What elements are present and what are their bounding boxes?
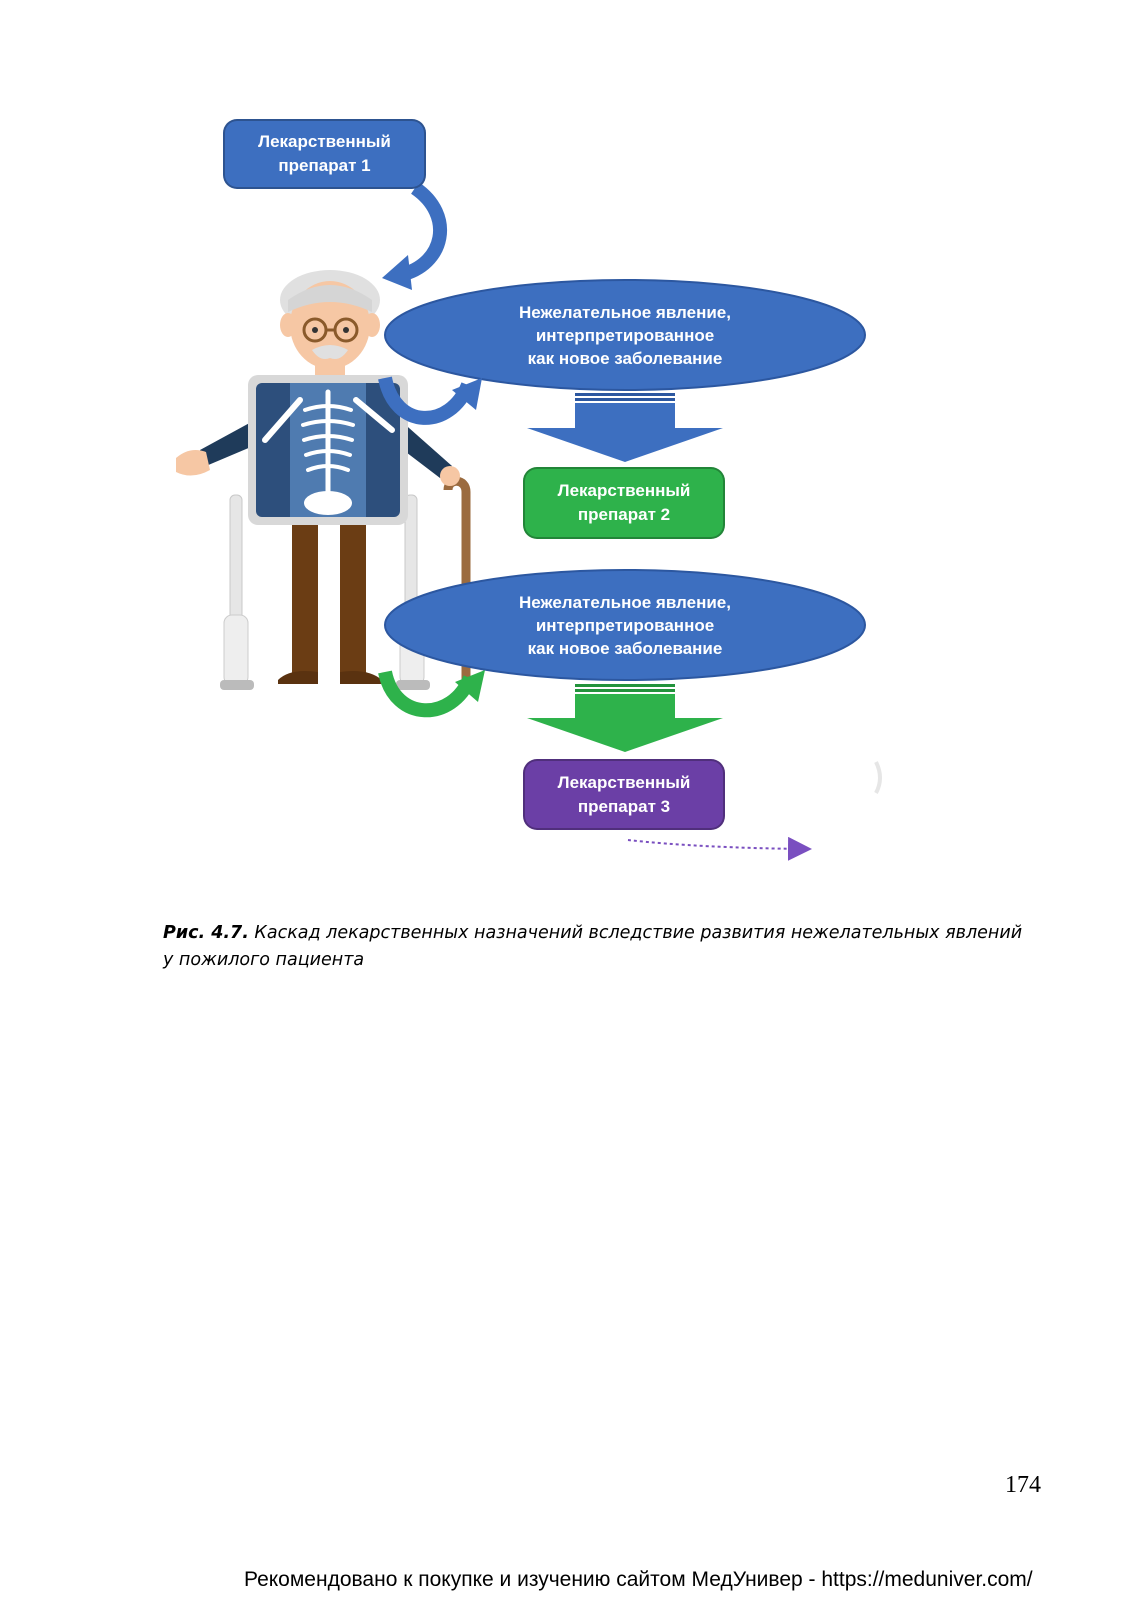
- adverse-2-line2: интерпретированное: [535, 615, 715, 635]
- drug-2-line2: препарат 2: [577, 505, 671, 524]
- down-arrow-1: [527, 393, 723, 462]
- adverse-2-line3: как новое заболевание: [527, 638, 723, 658]
- adverse-event-ellipse-1: [384, 279, 866, 391]
- curved-arrow-to-adverse1: [378, 376, 482, 425]
- drug-3-line2: препарат 3: [577, 796, 671, 816]
- adverse-1-line2: интерпретированное: [535, 325, 715, 345]
- adverse-1-line3: как новое заболевание: [527, 348, 723, 368]
- drug-2-line1: Лекарственный: [557, 481, 691, 500]
- drug-3-box: Лекарственный препарат 3: [523, 759, 725, 830]
- drug-1-line2: препарат 1: [278, 156, 371, 175]
- drug-1-line1: Лекарственный: [258, 132, 391, 151]
- figure-caption-text: Каскад лекарственных назначений вследств…: [163, 923, 1023, 970]
- adverse-event-1-text: Нежелательное явление, интерпретированно…: [415, 290, 835, 380]
- adverse-event-2-text: Нежелательное явление, интерпретированно…: [415, 580, 835, 670]
- figure-caption: Рис. 4.7. Каскад лекарственных назначени…: [163, 920, 1023, 974]
- curved-arrow-to-adverse2: [378, 670, 485, 718]
- figure-label: Рис. 4.7.: [163, 923, 249, 943]
- down-arrow-2: [527, 684, 723, 752]
- footer-recommendation: Рекомендовано к покупке и изучению сайто…: [244, 1568, 1033, 1591]
- adverse-event-ellipse-2: [384, 569, 866, 681]
- drug-1-box: Лекарственный препарат 1: [223, 119, 426, 189]
- cascade-diagram: Лекарственный препарат 1 Нежелательное я…: [176, 119, 882, 861]
- drug-3-line1: Лекарственный: [557, 772, 691, 792]
- drug-2-box: Лекарственный препарат 2: [523, 467, 725, 539]
- curved-arrow-drug1: [382, 182, 447, 290]
- page-number: 174: [1005, 1472, 1041, 1498]
- adverse-1-line1: Нежелательное явление,: [519, 302, 731, 322]
- dotted-continuation-arrow: [627, 836, 812, 861]
- adverse-2-line1: Нежелательное явление,: [519, 592, 731, 612]
- diagram-graphics: [176, 182, 882, 861]
